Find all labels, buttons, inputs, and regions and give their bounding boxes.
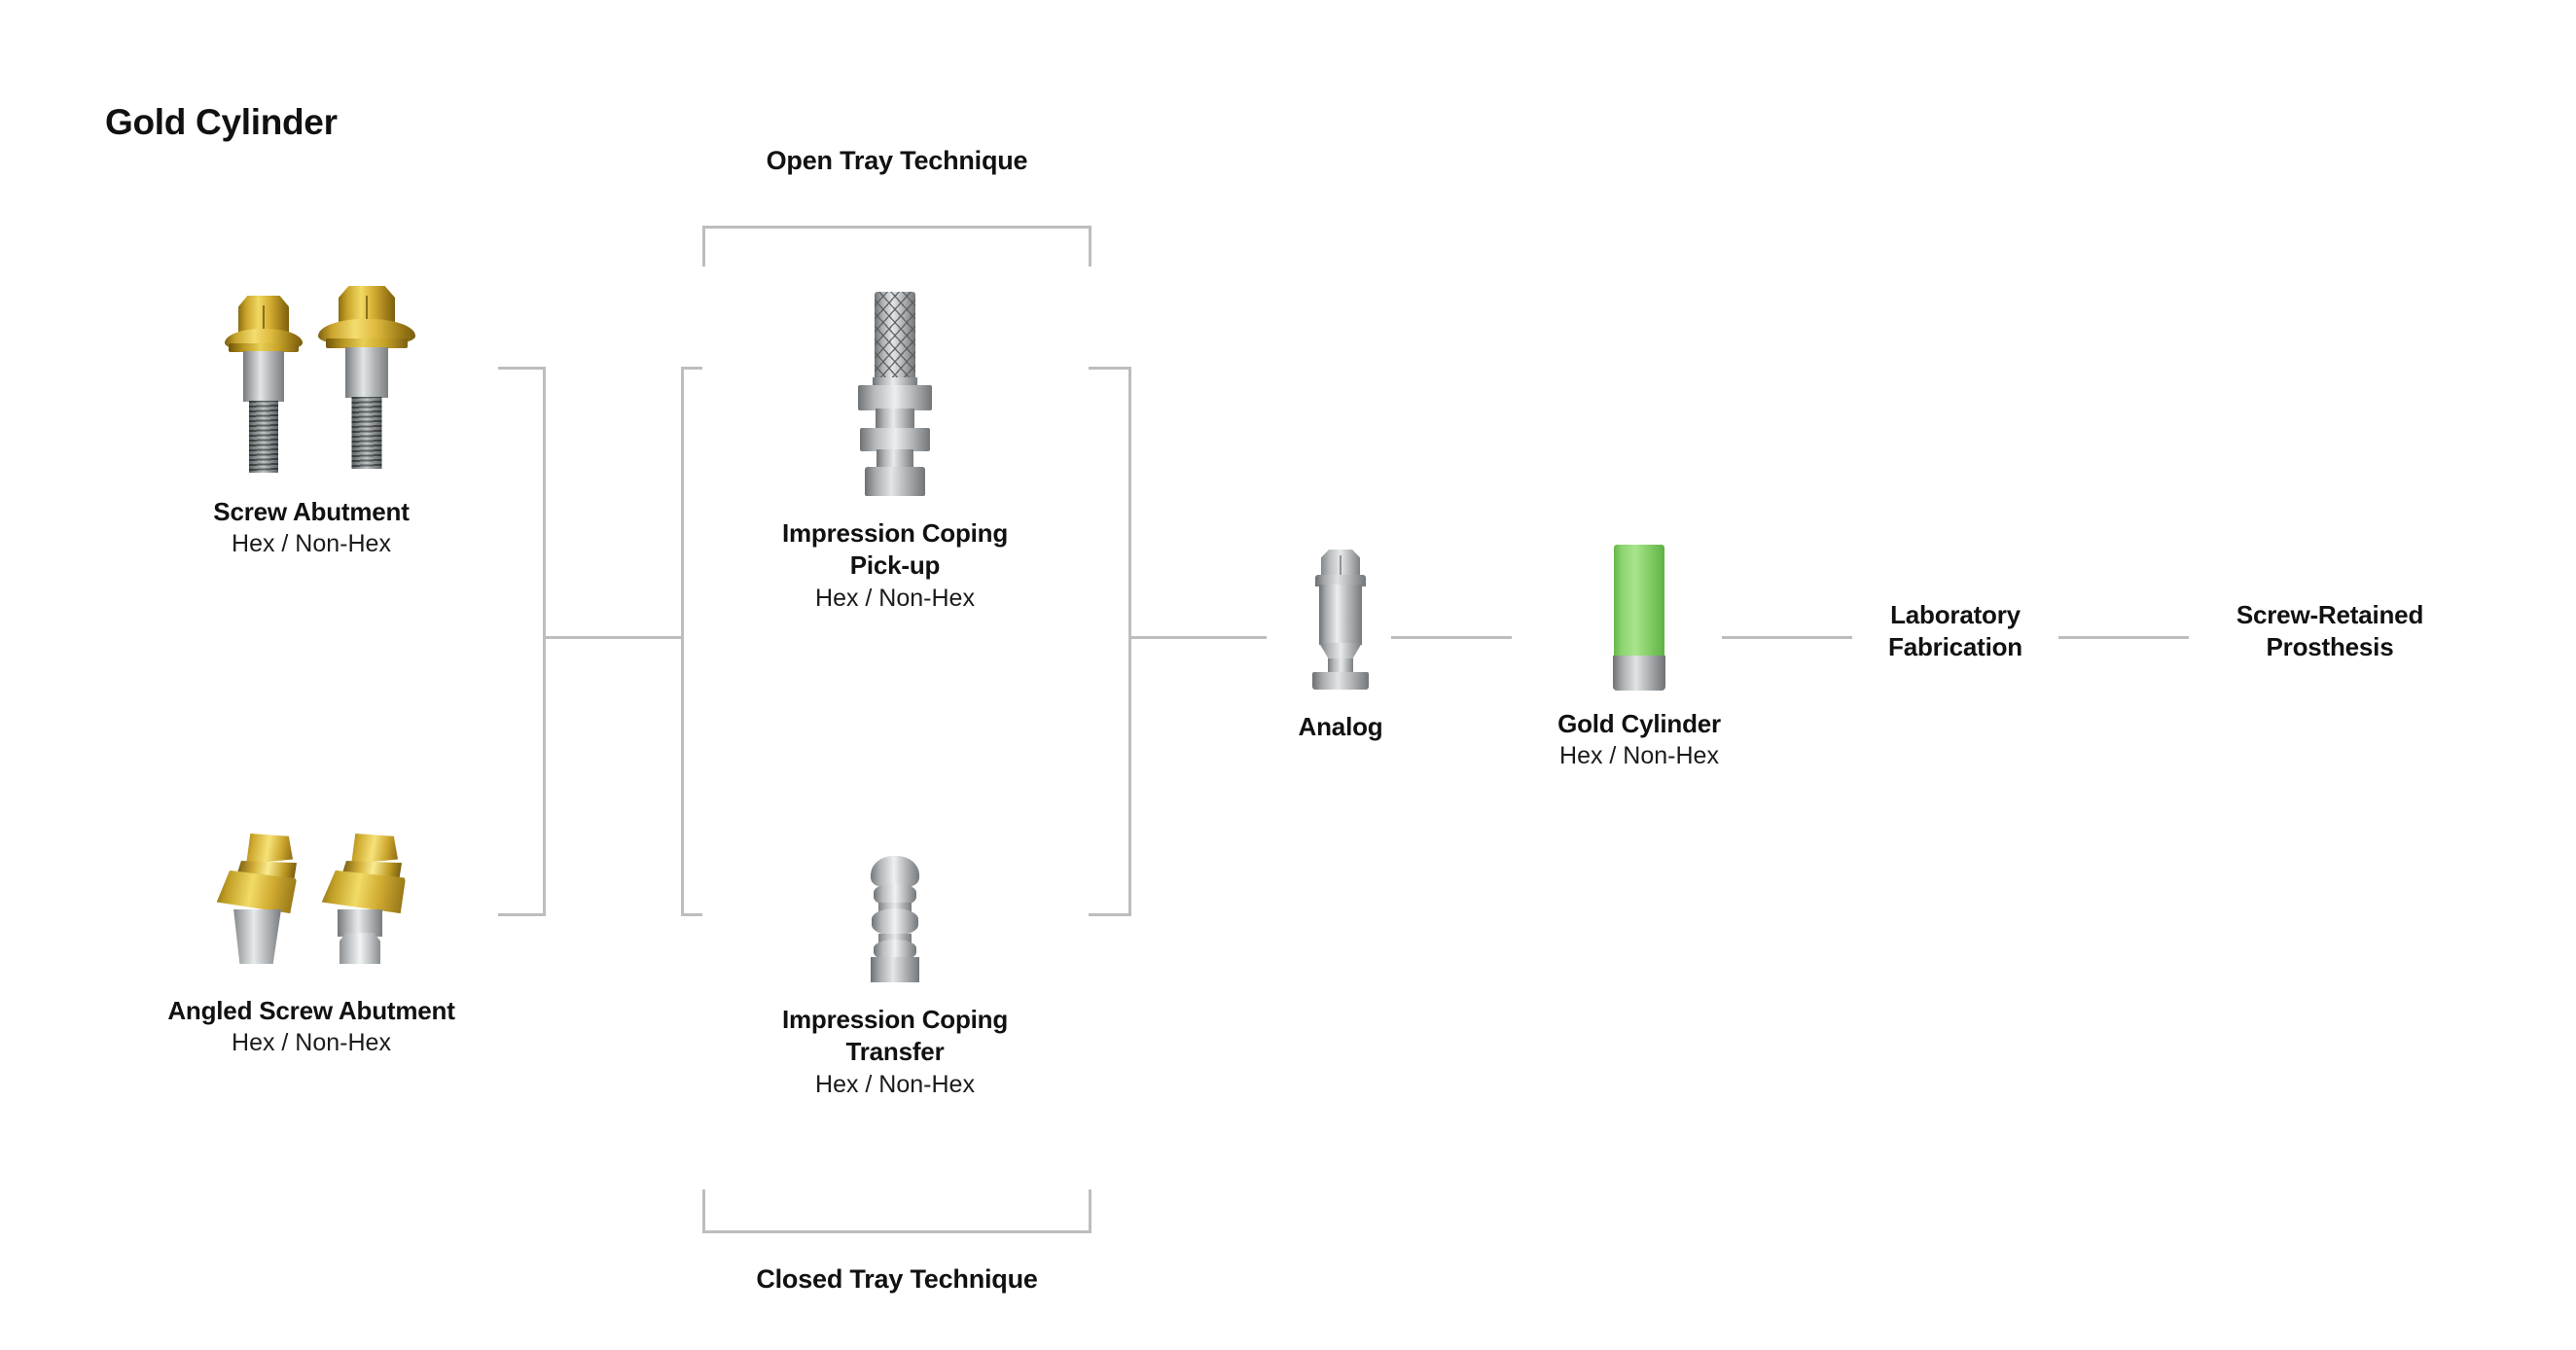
impression-coping-transfer-label-line1: Impression Coping: [781, 1005, 1009, 1034]
node-screw-retained-prosthesis: Screw-Retained Prosthesis: [2189, 599, 2471, 664]
gold-cylinder-label: Gold Cylinder: [1557, 709, 1721, 738]
connector-center-bracket-left-spine: [681, 367, 684, 916]
connector-laboratory-to-prosthesis: [2058, 636, 2189, 639]
connector-gold-cylinder-to-laboratory: [1722, 636, 1852, 639]
open-tray-bracket-rail: [702, 226, 1091, 229]
laboratory-fabrication-label-line1: Laboratory: [1890, 600, 2021, 629]
connector-left-bracket-spine: [543, 367, 546, 916]
open-tray-bracket-leg-right: [1089, 226, 1091, 266]
open-tray-bracket-leg-left: [702, 226, 705, 266]
connector-center-to-analog: [1128, 636, 1267, 639]
screw-abutment-image: [199, 282, 423, 477]
closed-tray-technique-label: Closed Tray Technique: [756, 1264, 1038, 1294]
impression-coping-pickup-label-line2: Pick-up: [849, 551, 941, 581]
page-title: Gold Cylinder: [105, 102, 338, 142]
closed-tray-bracket-leg-left: [702, 1190, 705, 1233]
gold-cylinder-sublabel: Hex / Non-Hex: [1559, 742, 1719, 770]
angled-screw-abutment-sublabel: Hex / Non-Hex: [232, 1029, 391, 1057]
impression-coping-transfer-image: [837, 856, 953, 982]
node-laboratory-fabrication: Laboratory Fabrication: [1852, 599, 2058, 664]
closed-tray-bracket-rail: [702, 1230, 1091, 1233]
node-angled-screw-abutment: Angled Screw Abutment Hex / Non-Hex: [97, 832, 525, 1059]
connector-left-to-center: [543, 636, 683, 639]
connector-center-bracket-right-spine: [1128, 367, 1131, 916]
connector-analog-to-gold-cylinder: [1391, 636, 1512, 639]
connector-angled-abutment-arm: [498, 913, 546, 916]
connector-center-bracket-top-left-arm: [681, 367, 702, 370]
connector-center-bracket-bottom-right-arm: [1089, 913, 1131, 916]
screw-retained-prosthesis-label-line1: Screw-Retained: [2236, 600, 2424, 629]
impression-coping-transfer-label-line2: Transfer: [845, 1037, 945, 1067]
node-analog: Analog: [1216, 550, 1465, 743]
screw-retained-prosthesis-label-line2: Prosthesis: [2266, 632, 2394, 662]
impression-coping-transfer-sublabel: Hex / Non-Hex: [815, 1070, 975, 1098]
open-tray-technique-label: Open Tray Technique: [766, 146, 1028, 175]
laboratory-fabrication-label-line2: Fabrication: [1888, 632, 2022, 662]
impression-coping-pickup-sublabel: Hex / Non-Hex: [815, 584, 975, 612]
impression-coping-pickup-image: [837, 292, 953, 496]
analog-image: [1287, 550, 1394, 692]
node-impression-coping-pickup: Impression Coping Pick-up Hex / Non-Hex: [720, 292, 1070, 614]
angled-screw-abutment-label: Angled Screw Abutment: [167, 996, 455, 1025]
node-impression-coping-transfer: Impression Coping Transfer Hex / Non-Hex: [720, 856, 1070, 1100]
node-screw-abutment: Screw Abutment Hex / Non-Hex: [125, 282, 498, 560]
screw-abutment-sublabel: Hex / Non-Hex: [232, 530, 391, 558]
gold-cylinder-image: [1586, 545, 1693, 691]
angled-screw-abutment-image: [199, 832, 423, 977]
node-gold-cylinder: Gold Cylinder Hex / Non-Hex: [1488, 545, 1790, 772]
analog-label: Analog: [1298, 712, 1383, 741]
closed-tray-bracket-leg-right: [1089, 1190, 1091, 1233]
impression-coping-pickup-label-line1: Impression Coping: [781, 518, 1009, 548]
connector-screw-abutment-arm: [498, 367, 546, 370]
connector-center-bracket-bottom-left-arm: [681, 913, 702, 916]
connector-center-bracket-top-right-arm: [1089, 367, 1131, 370]
screw-abutment-label: Screw Abutment: [213, 497, 410, 526]
